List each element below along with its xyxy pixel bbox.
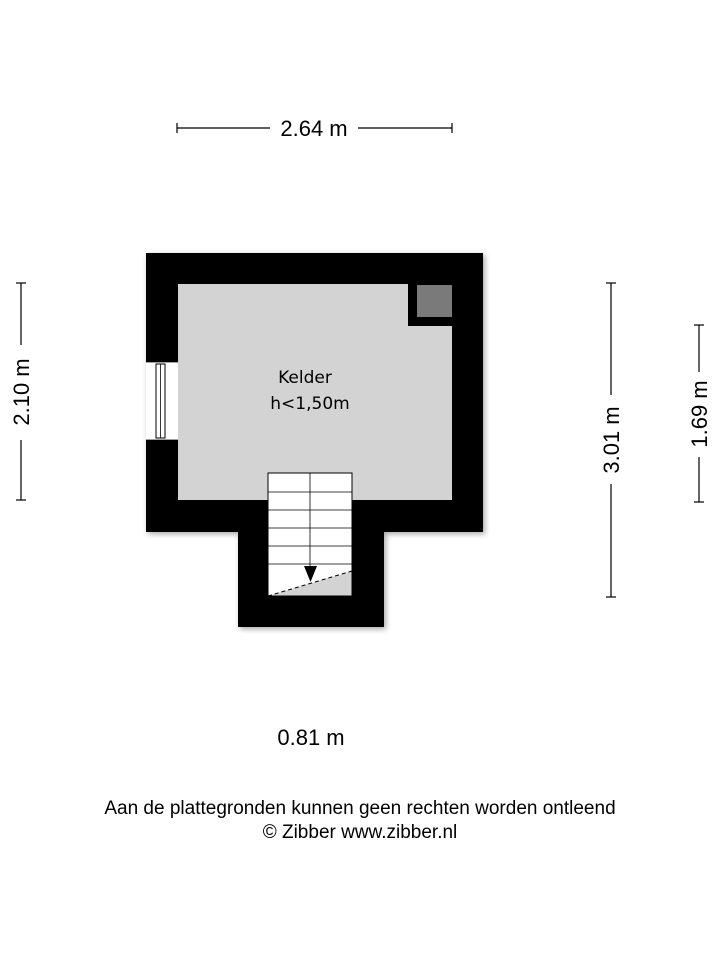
footer-disclaimer: Aan de plattegronden kunnen geen rechten… — [104, 798, 616, 819]
dimension-right-height-label: 3.01 m — [599, 406, 624, 473]
room-name: Kelder — [278, 368, 332, 388]
dimension-right-height: 3.01 m — [599, 282, 624, 598]
dimension-far-right-height-label: 1.69 m — [687, 380, 712, 447]
staircase — [267, 472, 353, 597]
dimension-bottom-width-label: 0.81 m — [277, 725, 344, 750]
window — [146, 361, 178, 441]
room-height-note: h<1,50m — [270, 394, 349, 414]
dimension-left-height-label: 2.10 m — [9, 358, 34, 425]
stair-direction-arrow-icon — [304, 566, 317, 582]
chimney — [408, 284, 452, 326]
dimension-top-width-label: 2.64 m — [280, 116, 347, 141]
dimension-far-right-height: 1.69 m — [687, 324, 712, 503]
dimension-left-height: 2.10 m — [9, 282, 34, 501]
room-floor — [178, 284, 452, 500]
dimension-top-width: 2.64 m — [176, 116, 453, 141]
footer-copyright: © Zibber www.zibber.nl — [262, 822, 458, 843]
